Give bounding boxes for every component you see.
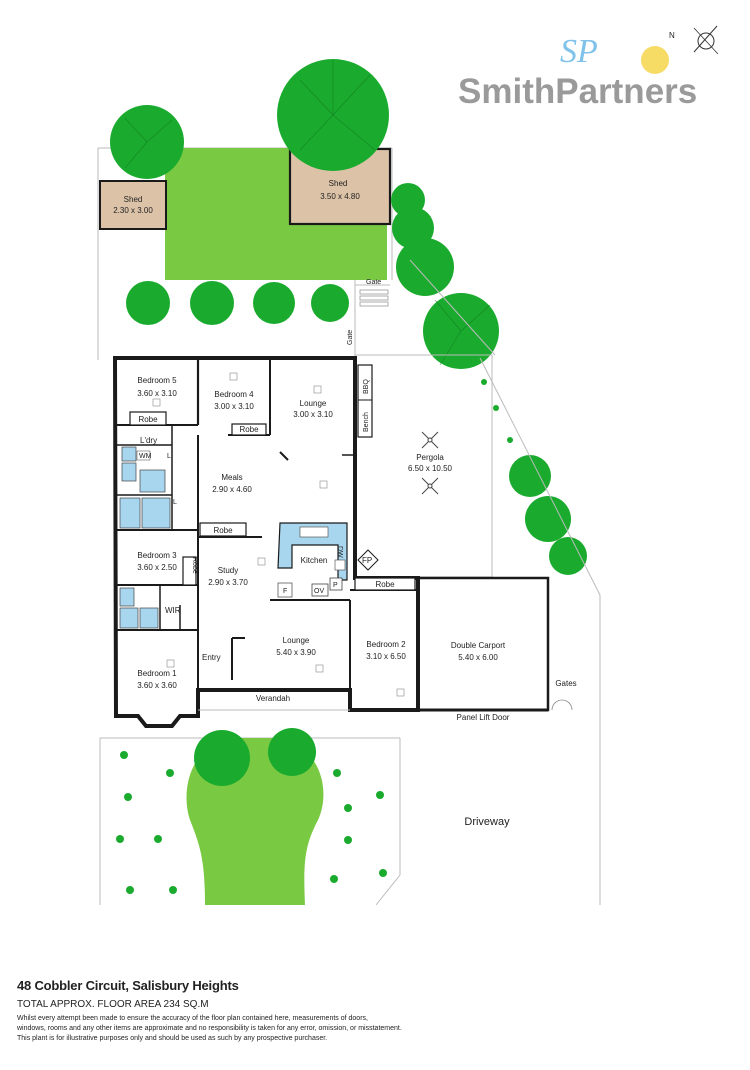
small-shrub-icons: [116, 379, 513, 894]
disclaimer-line-2: windows, rooms and any other items are a…: [17, 1025, 402, 1032]
brand-logo: SP SmithPartners: [458, 33, 697, 111]
room-bedroom5-name: Bedroom 5: [137, 376, 177, 385]
room-bedroom1-size: 3.60 x 3.60: [137, 681, 177, 690]
room-bedroom3-size: 3.60 x 2.50: [137, 563, 177, 572]
room-bedroom3-name: Bedroom 3: [137, 551, 177, 560]
bbq-label: BBQ: [363, 379, 370, 394]
shrub: [311, 284, 349, 322]
shrub: [549, 537, 587, 575]
robe-label-bed2: Robe: [375, 580, 395, 589]
room-lounge-bottom-name: Lounge: [283, 636, 310, 645]
back-trees: [110, 59, 587, 575]
pergola: Pergola 6.50 x 10.50 BBQ Bench: [354, 354, 493, 578]
back-yard: Shed 2.30 x 3.00 Shed 3.50 x 4.80 Gate G…: [97, 147, 393, 360]
disclaimer-line-1: Whilst every attempt been made to ensure…: [17, 1015, 368, 1022]
fp-label: FP: [362, 556, 372, 565]
p-label: P: [333, 582, 338, 589]
robe-label-bed3: Robe: [191, 557, 198, 574]
ov-label: OV: [314, 588, 324, 595]
shed-large-size: 3.50 x 4.80: [320, 192, 360, 201]
room-study-size: 2.90 x 3.70: [208, 578, 248, 587]
room-lounge-bottom-size: 5.40 x 3.90: [276, 648, 316, 657]
room-bedroom5-size: 3.60 x 3.10: [137, 389, 177, 398]
shed-large-name: Shed: [329, 179, 348, 188]
f-label: F: [283, 588, 287, 595]
room-bedroom1-name: Bedroom 1: [137, 669, 177, 678]
shed-small-size: 2.30 x 3.00: [113, 206, 153, 215]
room-bedroom2-name: Bedroom 2: [366, 640, 406, 649]
shrub: [190, 281, 234, 325]
floor-area: TOTAL APPROX. FLOOR AREA 234 SQ.M: [17, 999, 209, 1010]
room-labels: Bedroom 5 3.60 x 3.10 Bedroom 4 3.00 x 3…: [137, 376, 506, 690]
shrub: [509, 455, 551, 497]
fireplace-icon: [357, 549, 379, 571]
shed-small: [99, 180, 167, 230]
gate-side-label: Gate: [347, 330, 354, 345]
room-bedroom2-size: 3.10 x 6.50: [366, 652, 406, 661]
shrub: [525, 496, 571, 542]
panel-lift-door-label: Panel Lift Door: [457, 713, 510, 722]
laundry-label: L'dry: [140, 436, 157, 445]
pergola-name: Pergola: [416, 453, 444, 462]
compass-north-label: N: [669, 31, 675, 40]
robe-label-meals: Robe: [213, 526, 233, 535]
dw-label: DW: [336, 546, 343, 558]
front-yard: Driveway: [99, 728, 510, 906]
pergola-size: 6.50 x 10.50: [408, 464, 453, 473]
wm-label: WM: [139, 453, 152, 460]
property-address: 48 Cobbler Circuit, Salisbury Heights: [17, 978, 239, 993]
l-label-laundry: L: [167, 453, 171, 460]
room-meals-size: 2.90 x 4.60: [212, 485, 252, 494]
tree: [396, 238, 454, 296]
room-carport-name: Double Carport: [451, 641, 506, 650]
ceiling-fan-icon: [421, 431, 439, 495]
disclaimer: Whilst every attempt been made to ensure…: [17, 1014, 733, 1044]
wir-label: WIR: [165, 606, 181, 615]
compass-icon: N: [669, 25, 719, 55]
brand-name: SmithPartners: [458, 72, 697, 111]
room-bedroom4-size: 3.00 x 3.10: [214, 402, 254, 411]
room-study-name: Study: [218, 566, 238, 575]
room-meals-name: Meals: [221, 473, 242, 482]
bench-label: Bench: [363, 412, 370, 432]
robe-label-bed5: Robe: [138, 415, 158, 424]
gate-top-label: Gate: [366, 279, 381, 286]
room-carport-size: 5.40 x 6.00: [458, 653, 498, 662]
room-lounge-top-size: 3.00 x 3.10: [293, 410, 333, 419]
shed-small-name: Shed: [124, 195, 143, 204]
robe-label-bed4: Robe: [239, 425, 259, 434]
tree: [194, 730, 250, 786]
robes: [129, 411, 416, 591]
floor-plan: SP SmithPartners N Shed 2.30 x 3.00 Shed…: [97, 25, 719, 906]
room-kitchen-name: Kitchen: [301, 556, 328, 565]
wet-areas: [119, 446, 171, 629]
entry-label: Entry: [202, 653, 221, 662]
verandah-label: Verandah: [256, 694, 290, 703]
room-bedroom4-name: Bedroom 4: [214, 390, 254, 399]
gates-label: Gates: [555, 679, 576, 688]
brand-monogram: SP: [560, 33, 598, 70]
shrub: [253, 282, 295, 324]
tree-texture: [124, 60, 491, 366]
driveway-label: Driveway: [464, 816, 510, 828]
room-lounge-top-name: Lounge: [300, 399, 327, 408]
tree: [268, 728, 316, 776]
light-fixture-icons: [152, 372, 405, 697]
l-label-bath: L: [173, 499, 177, 506]
listing-footer: 48 Cobbler Circuit, Salisbury Heights TO…: [17, 978, 733, 1044]
shed-large: [288, 147, 392, 226]
shrub: [126, 281, 170, 325]
kitchen-bench: [277, 522, 348, 581]
disclaimer-line-3: This plant is for illustrative purposes …: [17, 1035, 328, 1042]
